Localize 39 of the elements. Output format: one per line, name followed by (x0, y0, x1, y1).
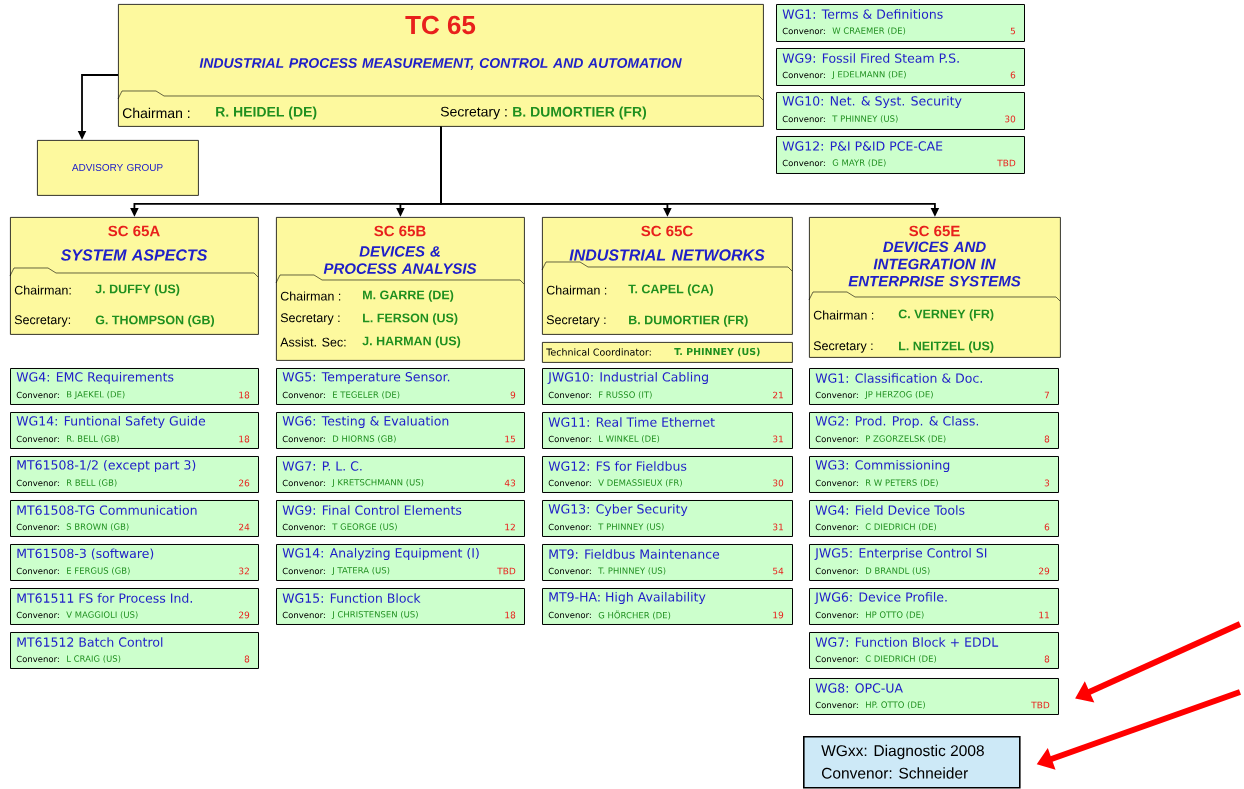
working-group-box: WG1: Classification & Doc. Convenor: JP HERZOG (DE) 7 (809, 368, 1059, 405)
coordinator-box: Technical Coordinator: T. PHINNEY (US) (542, 342, 793, 363)
committee-box: TC 65 INDUSTRIAL PROCESS MEASUREMENT, CONTROL AND AUTOMATION Chairman : R. HEIDEL (DE) Secretary : B. DUMORTIER (FR) (117, 4, 764, 127)
committee-box: SC 65B DEVICES & PROCESS ANALYSIS Chairman : M. GARRE (DE) Secretary : L. FERSON (US) Assist. Sec: J. HARMAN (US) (275, 217, 525, 361)
working-group-box: WG1: Terms & Definitions Convenor: W CRAEMER (DE) 5 (776, 4, 1025, 42)
committee-box: SC 65E DEVICES AND INTEGRATION IN ENTERPRISE SYSTEMS Chairman : C. VERNEY (FR) Secretary : L. NEITZEL (US) (808, 217, 1061, 358)
working-group-box: WG7: Function Block + EDDL Convenor: C DIEDRICH (DE) 8 (809, 632, 1059, 669)
working-group-box: WG14: Analyzing Equipment (I) Convenor: J TATERA (US) TBD (276, 544, 525, 581)
working-group-box: WG12: P&I P&ID PCE-CAE Convenor: G MAYR (DE) TBD (776, 136, 1025, 174)
working-group-box: JWG5: Enterprise Control SI Convenor: D BRANDL (US) 29 (809, 544, 1059, 581)
committee-box: SC 65C INDUSTRIAL NETWORKS Chairman : T. CAPEL (CA) Secretary : B. DUMORTIER (FR) (541, 217, 793, 335)
working-group-box: MT61508-1/2 (except part 3) Convenor: R BELL (GB) 26 (10, 456, 259, 493)
working-group-box: MT9: Fieldbus Maintenance Convenor: T. PHINNEY (US) 54 (542, 544, 793, 581)
working-group-box: WG8: OPC-UA Convenor: HP. OTTO (DE) TBD (809, 678, 1059, 715)
working-group-box: MT61512 Batch Control Convenor: L CRAIG (US) 8 (10, 632, 259, 669)
working-group-box: WG9: Final Control Elements Convenor: T GEORGE (US) 12 (276, 500, 525, 537)
working-group-box: WG11: Real Time Ethernet Convenor: L WINKEL (DE) 31 (542, 412, 793, 449)
working-group-box: WG9: Fossil Fired Steam P.S. Convenor: J EDELMANN (DE) 6 (776, 48, 1025, 86)
working-group-box: WG13: Cyber Security Convenor: T PHINNEY (US) 31 (542, 500, 793, 537)
working-group-box: WG3: Commissioning Convenor: R W PETERS (DE) 3 (809, 456, 1059, 493)
working-group-box: WG12: FS for Fieldbus Convenor: V DEMASSIEUX (FR) 30 (542, 456, 793, 493)
working-group-box: JWG10: Industrial Cabling Convenor: F RUSSO (IT) 21 (542, 368, 793, 405)
working-group-box: JWG6: Device Profile. Convenor: HP OTTO (DE) 11 (809, 588, 1059, 625)
working-group-box: MT9-HA: High Availability Convenor: G HÖRCHER (DE) 19 (542, 588, 793, 625)
working-group-box: WG2: Prod. Prop. & Class. Convenor: P ZGORZELSK (DE) 8 (809, 412, 1059, 449)
working-group-box: WG4: Field Device Tools Convenor: C DIEDRICH (DE) 6 (809, 500, 1059, 537)
working-group-box: WG10: Net. & Syst. Security Convenor: T PHINNEY (US) 30 (776, 92, 1025, 130)
working-group-box: MT61511 FS for Process Ind. Convenor: V MAGGIOLI (US) 29 (10, 588, 259, 625)
working-group-box: MT61508-3 (software) Convenor: E FERGUS (GB) 32 (10, 544, 259, 581)
working-group-box: WG7: P. L. C. Convenor: J KRETSCHMANN (US) 43 (276, 456, 525, 493)
working-group-box: WG14: Funtional Safety Guide Convenor: R. BELL (GB) 18 (10, 412, 259, 449)
working-group-box: WG5: Temperature Sensor. Convenor: E TEGELER (DE) 9 (276, 368, 525, 405)
working-group-box: WG6: Testing & Evaluation Convenor: D HIORNS (GB) 15 (276, 412, 525, 449)
committee-box: SC 65A SYSTEM ASPECTS Chairman: J. DUFFY (US) Secretary: G. THOMPSON (GB) (9, 217, 259, 335)
working-group-box: WG4: EMC Requirements Convenor: B JAEKEL (DE) 18 (10, 368, 259, 405)
working-group-box: WG15: Function Block Convenor: J CHRISTENSEN (US) 18 (276, 588, 525, 625)
group-box: ADVISORY GROUP (37, 140, 199, 196)
working-group-box: WGxx: Diagnostic 2008 Convenor: Schneider (803, 736, 1021, 789)
working-group-box: MT61508-TG Communication Convenor: S BROWN (GB) 24 (10, 500, 259, 537)
